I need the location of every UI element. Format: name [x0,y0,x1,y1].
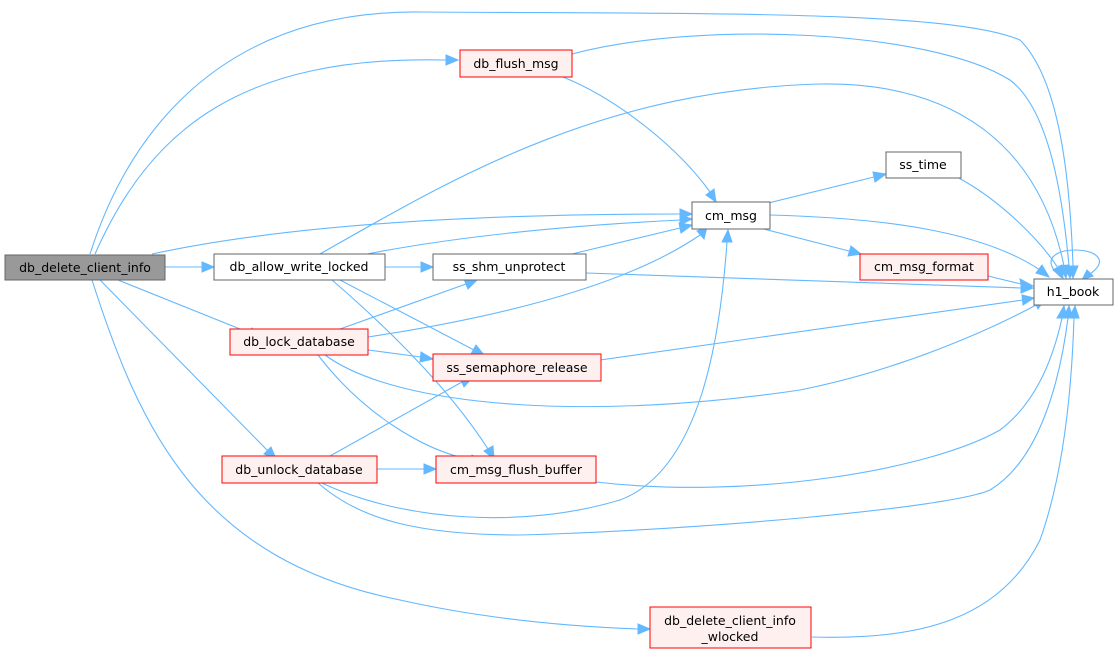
edge-db-delete-client-info-to-db-unlock-database [99,279,277,460]
edge-db-delete-client-info-to-db-allow-write-locked [165,261,216,273]
node-db-delete-client-info-wlocked[interactable]: db_delete_client_info _wlocked [649,606,812,649]
edge-db-unlock-database-to-cm-msg-flush-buffer [377,463,438,475]
node-label: db_delete_client_info [19,260,151,275]
node-label: cm_msg_format [874,259,974,274]
node-label: ss_shm_unprotect [453,259,566,274]
edge-db-delete-client-info-to-db-flush-msg [94,54,460,255]
edge-db-allow-write-locked-to-ss-shm-unprotect [385,261,435,273]
edge-db-flush-msg-to-cm-msg [562,76,717,204]
edge-db-delete-client-info-to-cm-msg [151,208,694,255]
node-ss-semaphore-release[interactable]: ss_semaphore_release [432,353,602,382]
edge-ss-shm-unprotect-to-cm-msg [571,222,694,255]
node-h1-book[interactable]: h1_book [1033,278,1114,306]
node-label: ss_semaphore_release [446,360,588,375]
node-label: db_lock_database [243,334,355,349]
edge-wlocked-to-h1-book [811,304,1080,638]
node-label: db_unlock_database [235,462,363,477]
edge-cm-msg-flush-buffer-to-h1-book [595,304,1068,488]
node-ss-time[interactable]: ss_time [885,151,962,179]
node-db-lock-database[interactable]: db_lock_database [229,328,369,356]
edge-db-lock-database-to-h1-book [324,298,1047,408]
node-label: cm_msg_flush_buffer [450,462,583,477]
edge-db-flush-msg-to-h1-book [571,33,1075,280]
node-cm-msg-flush-buffer[interactable]: cm_msg_flush_buffer [435,455,597,484]
node-db-allow-write-locked[interactable]: db_allow_write_locked [213,253,386,281]
edge-db-unlock-database-to-ss-semaphore-release [329,377,474,457]
edge-db-unlock-database-to-cm-msg [321,228,733,519]
node-label-line1: db_delete_client_info [664,613,796,628]
edge-cm-msg-to-cm-msg-format [759,227,863,257]
node-cm-msg[interactable]: cm_msg [691,201,771,230]
edge-db-delete-client-info-to-h1-book [89,11,1079,280]
edge-cm-msg-to-h1-book [769,214,1051,278]
edge-db-allow-write-locked-to-h1-book [319,83,1070,280]
node-label: ss_time [899,157,947,172]
edge-cm-msg-format-to-h1-book [987,275,1035,290]
edge-db-lock-database-to-cm-msg [367,226,708,338]
edge-db-delete-client-info-to-wlocked [91,279,652,635]
node-label: cm_msg [705,208,757,223]
node-cm-msg-format[interactable]: cm_msg_format [859,253,989,281]
node-label-line2: _wlocked [701,629,759,644]
node-db-unlock-database[interactable]: db_unlock_database [221,455,378,484]
node-db-delete-client-info[interactable]: db_delete_client_info [4,254,166,281]
edge-ss-semaphore-release-to-h1-book [599,294,1036,361]
node-label: h1_book [1047,284,1100,299]
edge-db-allow-write-locked-to-cm-msg [366,214,694,255]
node-label: db_flush_msg [473,56,558,71]
node-label: db_allow_write_locked [230,259,369,274]
edge-cm-msg-to-ss-time [759,171,888,206]
edge-db-lock-database-to-ss-semaphore-release [367,349,435,363]
edge-h1-book-self-loop [1050,249,1100,281]
node-db-flush-msg[interactable]: db_flush_msg [459,49,573,78]
node-ss-shm-unprotect[interactable]: ss_shm_unprotect [432,253,587,281]
